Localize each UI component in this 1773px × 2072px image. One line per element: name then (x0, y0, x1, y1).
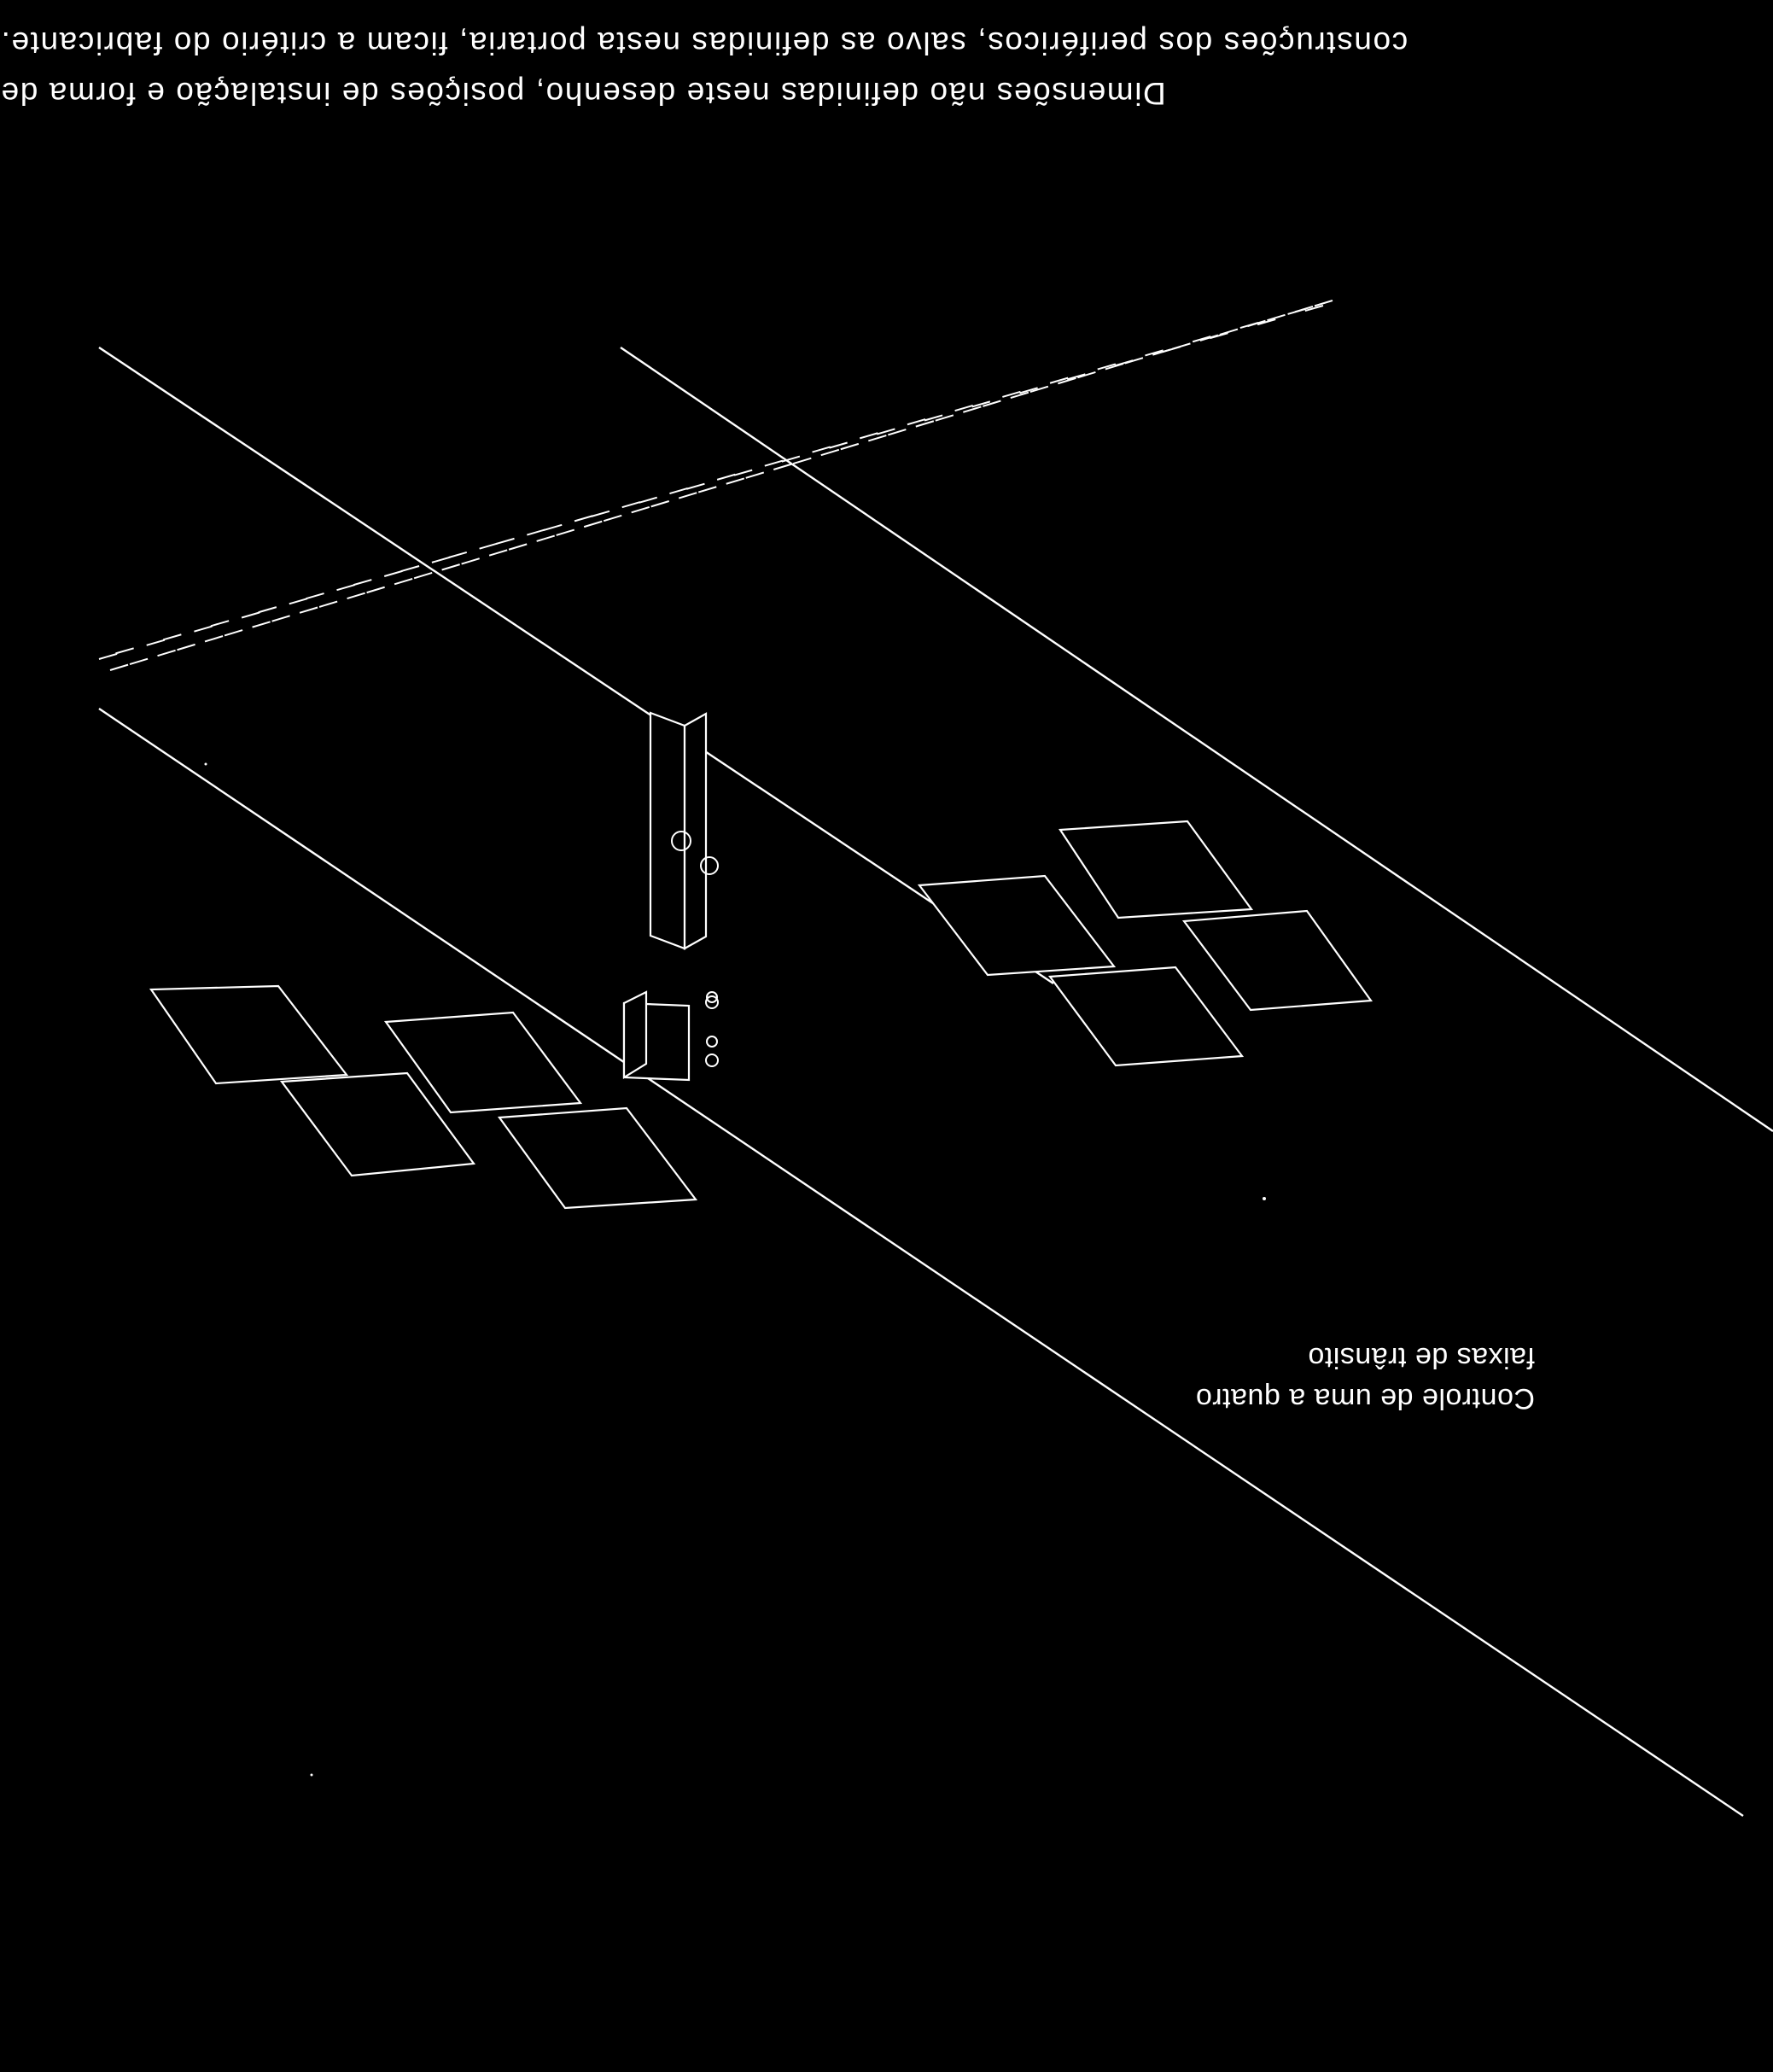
road-edge-near (98, 708, 1744, 1817)
lane-dash-a (109, 300, 1333, 671)
drawing-content: Dimensões não definidas neste desenho, p… (0, 26, 1773, 1817)
road-edge-far (98, 347, 1054, 984)
speck-2 (204, 762, 207, 766)
cabinet-indicator-4 (706, 991, 718, 1003)
loop-sensor-1 (149, 984, 349, 1085)
pole-shaft-front (649, 711, 686, 950)
cabinet-indicator-2 (706, 1036, 718, 1048)
loop-sensor-3 (383, 1011, 583, 1114)
speck-3 (310, 1773, 313, 1777)
pole-opening-lower (671, 831, 691, 851)
loop-sensors (149, 820, 1373, 1210)
lane-dash-far-off (109, 300, 1333, 671)
note-line-2: construções dos periféricos, salvo as de… (0, 26, 1408, 61)
lane-control-caption: Controle de uma a quatro faixas de trâns… (1195, 1341, 1535, 1415)
loop-sensor-7 (917, 874, 1117, 977)
speck-1 (1263, 1197, 1266, 1200)
note-line-1: Dimensões não definidas neste desenho, p… (0, 76, 1166, 111)
pole-shaft-side (683, 712, 708, 950)
loop-sensor-4 (497, 1106, 698, 1210)
control-pole (622, 711, 719, 1082)
road-edge-lines (98, 347, 1773, 1817)
lane-dash-reset (98, 305, 1324, 659)
installation-note: Dimensões não definidas neste desenho, p… (0, 26, 1408, 111)
caption-line-2: faixas de trânsito (1308, 1341, 1535, 1374)
cabinet-indicator-1 (705, 995, 719, 1009)
scan-specks (204, 762, 1266, 1777)
cabinet-indicator-3 (705, 1054, 719, 1067)
pole-opening-upper (700, 856, 719, 875)
loop-sensor-2 (279, 1071, 476, 1177)
cabinet-side (622, 990, 648, 1079)
lane-dashed-lines (98, 300, 1333, 671)
lane-dash-guide (98, 301, 1333, 660)
loop-sensor-6 (1181, 909, 1373, 1012)
loop-sensor-8 (1047, 966, 1245, 1067)
road-edge-middle (620, 347, 1773, 1132)
caption-line-1: Controle de uma a quatro (1195, 1382, 1535, 1415)
loop-sensor-5 (1059, 820, 1254, 919)
